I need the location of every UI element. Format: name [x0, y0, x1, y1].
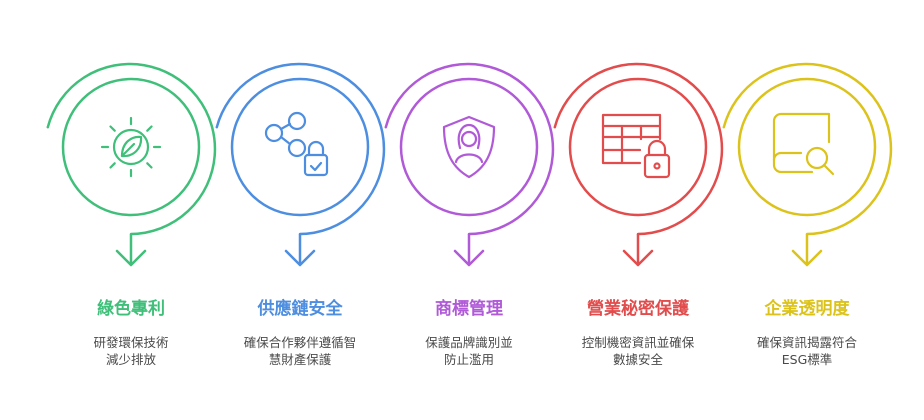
step-3-desc-line-2: 防止濫用	[443, 352, 494, 367]
step-1-description: 研發環保技術 減少排放	[46, 334, 216, 368]
step-4-circle	[568, 77, 708, 217]
step-1-desc-line-1: 研發環保技術	[93, 335, 169, 350]
step-4-description: 控制機密資訊並確保 數據安全	[553, 334, 723, 368]
step-4-desc-line-2: 數據安全	[612, 352, 663, 367]
book-search-icon	[772, 112, 835, 176]
step-5-desc-line-2: ESG標準	[781, 352, 833, 367]
step-3-node	[384, 62, 555, 267]
step-2-desc-line-1: 確保合作夥伴遵循智	[243, 335, 357, 350]
step-4-desc-line-1: 控制機密資訊並確保	[581, 335, 695, 350]
step-1-ring	[46, 62, 217, 236]
step-1-node	[46, 62, 217, 267]
step-5-description: 確保資訊揭露符合 ESG標準	[722, 334, 892, 368]
step-4-ring	[553, 62, 724, 236]
step-3-desc-line-1: 保護品牌識別並	[425, 335, 513, 350]
step-5-ring	[722, 62, 893, 236]
locked-table-icon	[601, 113, 671, 179]
step-5-circle	[737, 77, 877, 217]
step-3-arrowhead	[453, 249, 485, 267]
step-2-circle	[230, 77, 370, 217]
step-1-arrowhead	[115, 249, 147, 267]
step-4-title: 營業秘密保護	[587, 299, 689, 319]
step-2-description: 確保合作夥伴遵循智 慧財產保護	[215, 334, 385, 368]
eco-gear-icon	[100, 116, 162, 178]
step-4-arrowhead	[622, 249, 654, 267]
step-3-title: 商標管理	[435, 299, 503, 319]
step-3-label: 商標管理 保護品牌識別並 防止濫用	[384, 298, 554, 368]
step-1-label: 綠色專利 研發環保技術 減少排放	[46, 298, 216, 368]
step-2-title: 供應鏈安全	[257, 299, 343, 319]
step-1-circle	[61, 77, 201, 217]
step-2-label: 供應鏈安全 確保合作夥伴遵循智 慧財產保護	[215, 298, 385, 368]
step-5-node	[722, 62, 893, 267]
step-3-ring	[384, 62, 555, 236]
step-2-arrowhead	[284, 249, 316, 267]
step-2-node	[215, 62, 386, 267]
step-5-title: 企業透明度	[764, 299, 850, 319]
step-5-arrowhead	[791, 249, 823, 267]
step-3-circle	[399, 77, 539, 217]
step-4-node	[553, 62, 724, 267]
step-3-description: 保護品牌識別並 防止濫用	[384, 334, 554, 368]
step-1-desc-line-2: 減少排放	[105, 352, 156, 367]
step-5-desc-line-1: 確保資訊揭露符合	[756, 335, 857, 350]
step-2-ring	[215, 62, 386, 236]
brand-shield-icon	[442, 115, 496, 179]
step-1-title: 綠色專利	[97, 299, 165, 319]
step-2-desc-line-2: 慧財產保護	[268, 352, 332, 367]
network-lock-icon	[264, 111, 329, 177]
step-5-label: 企業透明度 確保資訊揭露符合 ESG標準	[722, 298, 892, 368]
step-4-label: 營業秘密保護 控制機密資訊並確保 數據安全	[553, 298, 723, 368]
